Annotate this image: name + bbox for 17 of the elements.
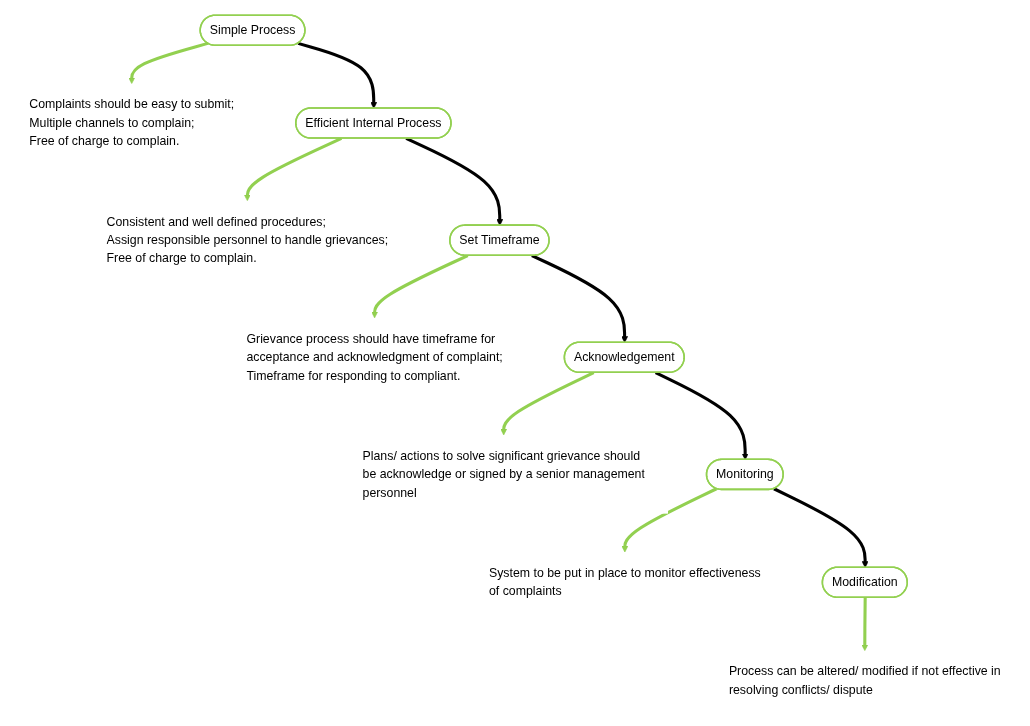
node-text: Process can be altered/ modified if not effective in resolving conflicts/ dispute — [728, 664, 1001, 697]
arrow — [621, 487, 718, 553]
arrow — [861, 597, 869, 652]
arrow — [297, 41, 378, 109]
arrow — [654, 371, 749, 460]
arrow — [531, 254, 628, 343]
node-text: Consistent and well defined procedures; Assign responsible personnel to handle grievances; Free of charge to complain. — [106, 214, 389, 265]
arrow — [371, 254, 469, 319]
node-text: Complaints should be easy to submit; Multiple channels to complain; Free of charge to complain. — [29, 97, 235, 148]
arrow — [773, 487, 869, 568]
node-text: System to be put in place to monitor effectiveness of complaints — [488, 566, 761, 598]
arrow — [128, 41, 209, 84]
arrow — [243, 137, 343, 202]
node-text: Grievance process should have timeframe for acceptance and acknowledgment of complaint; Timeframe for responding to compliant. — [246, 331, 503, 382]
arrow — [405, 137, 504, 226]
arrow — [500, 371, 595, 436]
node-text: Plans/ actions to solve significant grievance should be acknowledge or signed by a senior management personnel — [362, 448, 645, 499]
